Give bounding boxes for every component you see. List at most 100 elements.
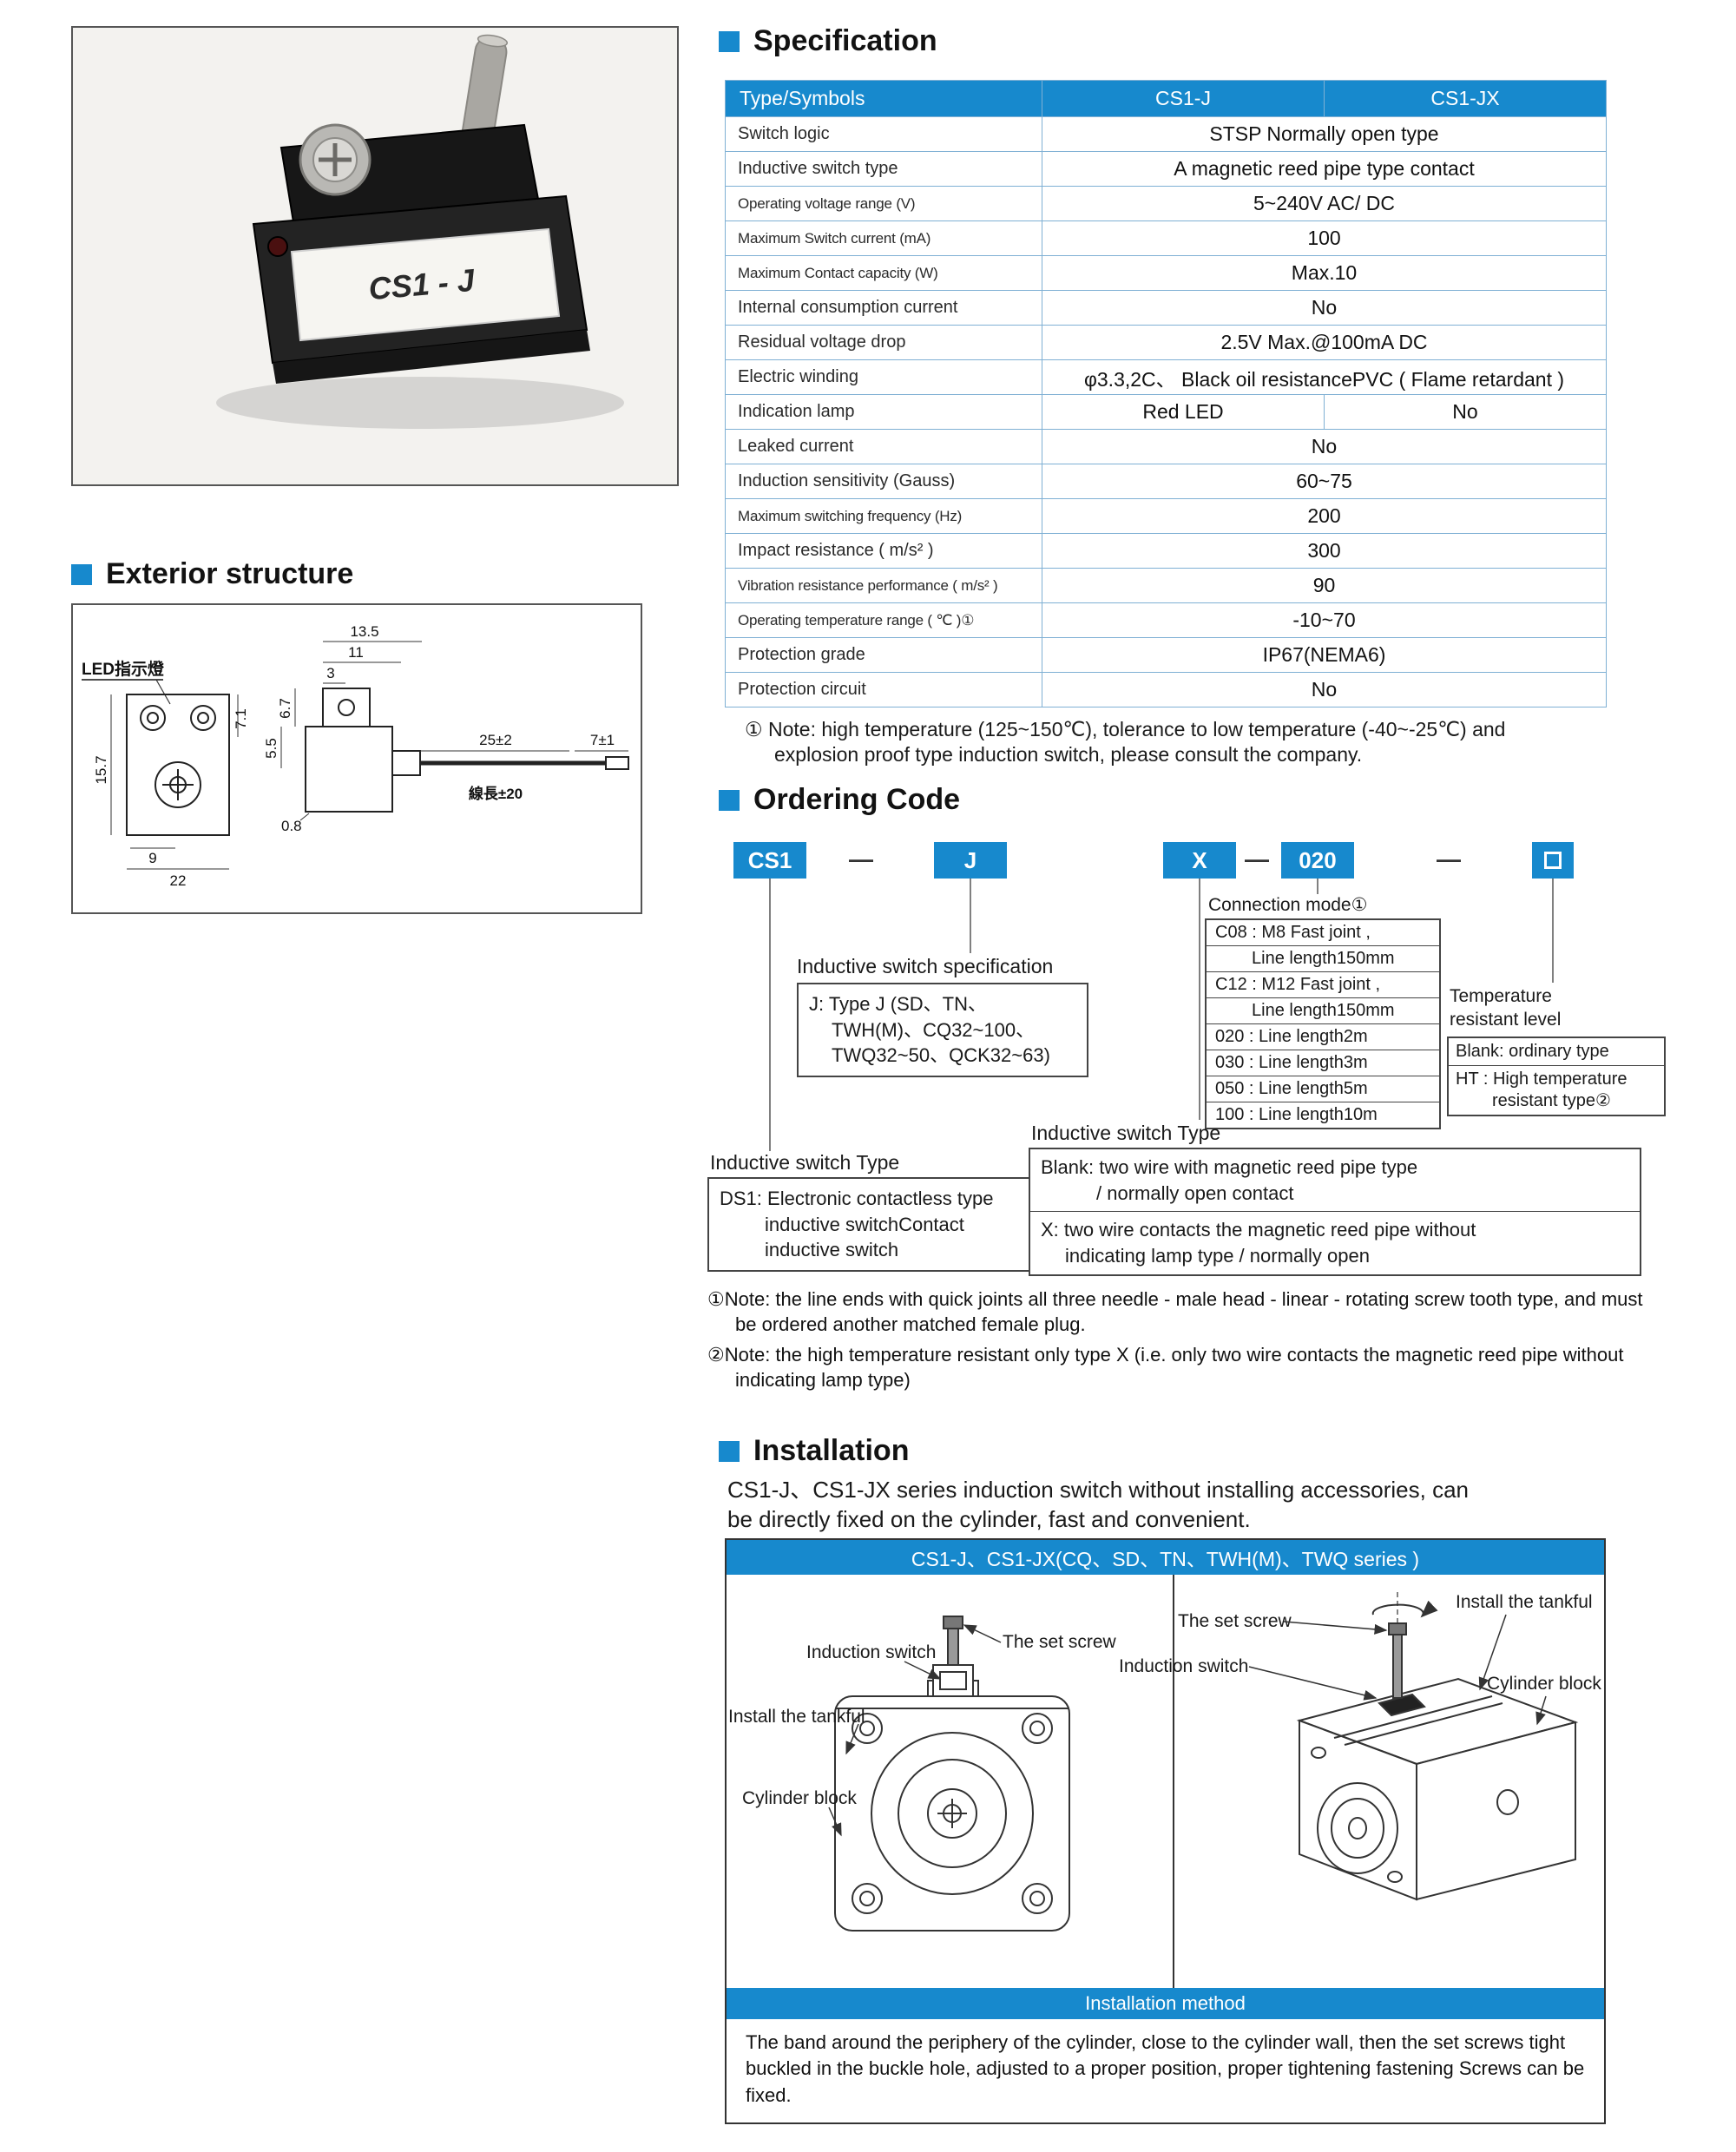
spec-box-line: TWH(M)、CQ32~100、 bbox=[832, 1018, 1036, 1041]
installation-drawings-svg: Induction switch The set screw Install t… bbox=[728, 1575, 1601, 1988]
spec-row-temperature-range: Operating temperature range ( ℃ )①-10~70 bbox=[725, 602, 1607, 638]
label-install-tankful: Install the tankful bbox=[1456, 1592, 1593, 1612]
spec-header-row: Type/Symbols CS1-J CS1-JX bbox=[725, 80, 1607, 117]
figure-header-bar: CS1-J、CS1-JX(CQ、SD、TN、TWH(M)、TWQ series … bbox=[727, 1540, 1604, 1575]
ordering-connector-lines bbox=[769, 879, 1554, 1151]
spec-note: ① Note: high temperature (125~150℃), tol… bbox=[745, 717, 1505, 767]
inductive-switch-spec-box: J: Type J (SD、TN、 TWH(M)、CQ32~100、 TWQ32… bbox=[797, 983, 1088, 1078]
spec-row-impact-resistance: Impact resistance ( m/s² )300 bbox=[725, 533, 1607, 569]
connection-row: C08 : M8 Fast joint , bbox=[1215, 923, 1371, 942]
spec-row-switch-current: Maximum Switch current (mA)100 bbox=[725, 220, 1607, 256]
connection-row: 100 : Line length10m bbox=[1207, 1102, 1439, 1128]
installation-figure: CS1-J、CS1-JX(CQ、SD、TN、TWH(M)、TWQ series … bbox=[725, 1538, 1606, 2125]
side-view-drawing bbox=[305, 688, 629, 813]
sensor-label-plate bbox=[290, 227, 561, 342]
ordering-note-2: ②Note: the high temperature resistant on… bbox=[707, 1344, 1624, 1392]
ordering-dash: — bbox=[849, 846, 873, 872]
specification-title: Specification bbox=[753, 24, 937, 57]
dim-5-5: 5.5 bbox=[263, 738, 279, 759]
section-bullet-icon bbox=[71, 563, 92, 585]
ordering-dash: — bbox=[1437, 846, 1461, 872]
spec-header-type-symbols: Type/Symbols bbox=[725, 80, 1042, 117]
dim-15-7: 15.7 bbox=[93, 755, 109, 784]
spec-note-line2: explosion proof type induction switch, p… bbox=[774, 742, 1363, 766]
temp-resistant-box: Blank: ordinary type HT : High temperatu… bbox=[1447, 1037, 1666, 1116]
type-left-line: DS1: Electronic contactless type bbox=[720, 1188, 994, 1209]
dim-25-2: 25±2 bbox=[479, 732, 512, 748]
dim-9: 9 bbox=[148, 850, 156, 866]
led-indicator-label: LED指示燈 bbox=[82, 659, 165, 679]
dim-6-7: 6.7 bbox=[277, 698, 293, 719]
ordering-note-1: ①Note: the line ends with quick joints a… bbox=[707, 1288, 1643, 1336]
label-arrows-left bbox=[828, 1624, 1002, 1837]
connection-row: 020 : Line length2m bbox=[1207, 1023, 1439, 1050]
ordering-code-title: Ordering Code bbox=[753, 783, 961, 816]
installation-intro-line2: be directly fixed on the cylinder, fast … bbox=[727, 1505, 1251, 1532]
spec-row-voltage-range: Operating voltage range (V)5~240V AC/ DC bbox=[725, 186, 1607, 221]
label-install-tankful: Install the tankful bbox=[728, 1707, 865, 1727]
front-view-drawing bbox=[126, 694, 230, 836]
connection-row: Line length150mm bbox=[1207, 997, 1439, 1023]
figure-body: Induction switch The set screw Install t… bbox=[727, 1575, 1604, 1988]
section-bullet-icon bbox=[719, 789, 740, 811]
label-cylinder-block: Cylinder block bbox=[742, 1788, 857, 1808]
installation-intro: CS1-J、CS1-JX series induction switch wit… bbox=[727, 1476, 1469, 1535]
inductive-switch-type-left-box: DS1: Electronic contactless type inducti… bbox=[707, 1177, 1030, 1273]
dim-22: 22 bbox=[170, 872, 187, 889]
dim-cable-length: 線長±20 bbox=[469, 785, 523, 802]
sensor-base bbox=[273, 330, 590, 384]
product-photo-box: CS1 - J bbox=[71, 26, 679, 486]
label-set-screw: The set screw bbox=[1003, 1632, 1117, 1652]
inductive-switch-type-right-box: Blank: two wire with magnetic reed pipe … bbox=[1029, 1148, 1641, 1276]
temp-resistant-title: Temperature resistant level bbox=[1450, 984, 1561, 1032]
ordering-code-020: 020 bbox=[1281, 842, 1354, 879]
connection-row: C12 : M12 Fast joint , bbox=[1207, 971, 1439, 997]
spec-box-line: TWQ32~50、QCK32~63) bbox=[832, 1044, 1050, 1067]
spec-row-induction-sensitivity: Induction sensitivity (Gauss)60~75 bbox=[725, 464, 1607, 499]
ordering-code-j: J bbox=[934, 842, 1007, 879]
led-indicator bbox=[267, 236, 288, 257]
spec-note-line1: ① Note: high temperature (125~150℃), tol… bbox=[745, 718, 1506, 740]
installation-method-text: The band around the periphery of the cyl… bbox=[746, 2031, 1585, 2106]
spec-row-switching-frequency: Maximum switching frequency (Hz)200 bbox=[725, 498, 1607, 534]
temp-title-line: Temperature bbox=[1450, 986, 1552, 1006]
specification-heading: Specification bbox=[719, 24, 937, 58]
temp-row-blank: Blank: ordinary type bbox=[1449, 1038, 1664, 1066]
ordering-code-heading: Ordering Code bbox=[719, 783, 960, 817]
blank-square-icon bbox=[1544, 852, 1562, 869]
exterior-structure-svg: LED指示燈 15.7 7.1 9 22 bbox=[82, 623, 629, 889]
temp-title-line: resistant level bbox=[1450, 1010, 1562, 1030]
installation-method-bar: Installation method bbox=[727, 1988, 1604, 2019]
type-right-row-x: X: two wire contacts the magnetic reed p… bbox=[1041, 1219, 1476, 1267]
connection-mode-table: C08 : M8 Fast joint , Line length150mm C… bbox=[1205, 918, 1441, 1129]
inductive-switch-spec-title: Inductive switch specification bbox=[797, 955, 1054, 977]
dim-0-8: 0.8 bbox=[281, 818, 302, 834]
ordering-code-x: X bbox=[1163, 842, 1236, 879]
connection-row: 050 : Line length5m bbox=[1207, 1076, 1439, 1102]
exterior-structure-heading: Exterior structure bbox=[71, 557, 353, 591]
spec-header-cs1-j: CS1-J bbox=[1042, 80, 1325, 117]
installation-intro-line1: CS1-J、CS1-JX series induction switch wit… bbox=[727, 1477, 1470, 1503]
product-photo: CS1 - J bbox=[73, 28, 677, 484]
ordering-code-diagram: CS1 — J X — 020 — Inductive switch speci… bbox=[703, 823, 1666, 1278]
spec-header-cs1-jx: CS1-JX bbox=[1324, 80, 1607, 117]
dim-3: 3 bbox=[326, 665, 334, 681]
label-induction-switch: Induction switch bbox=[1119, 1656, 1248, 1676]
spec-row-contact-capacity: Maximum Contact capacity (W)Max.10 bbox=[725, 255, 1607, 291]
connection-mode-title: Connection mode① bbox=[1208, 895, 1368, 915]
inductive-switch-type-left-title: Inductive switch Type bbox=[710, 1151, 900, 1174]
temp-row-ht: HT : High temperature resistant type② bbox=[1456, 1069, 1628, 1110]
ordering-notes: ①Note: the line ends with quick joints a… bbox=[707, 1287, 1662, 1398]
label-set-screw: The set screw bbox=[1178, 1611, 1292, 1631]
dim-13-5: 13.5 bbox=[350, 623, 378, 640]
spec-row-vibration-resistance: Vibration resistance performance ( m/s² … bbox=[725, 568, 1607, 603]
section-bullet-icon bbox=[719, 1440, 740, 1462]
connection-row: Line length150mm bbox=[1207, 945, 1439, 971]
